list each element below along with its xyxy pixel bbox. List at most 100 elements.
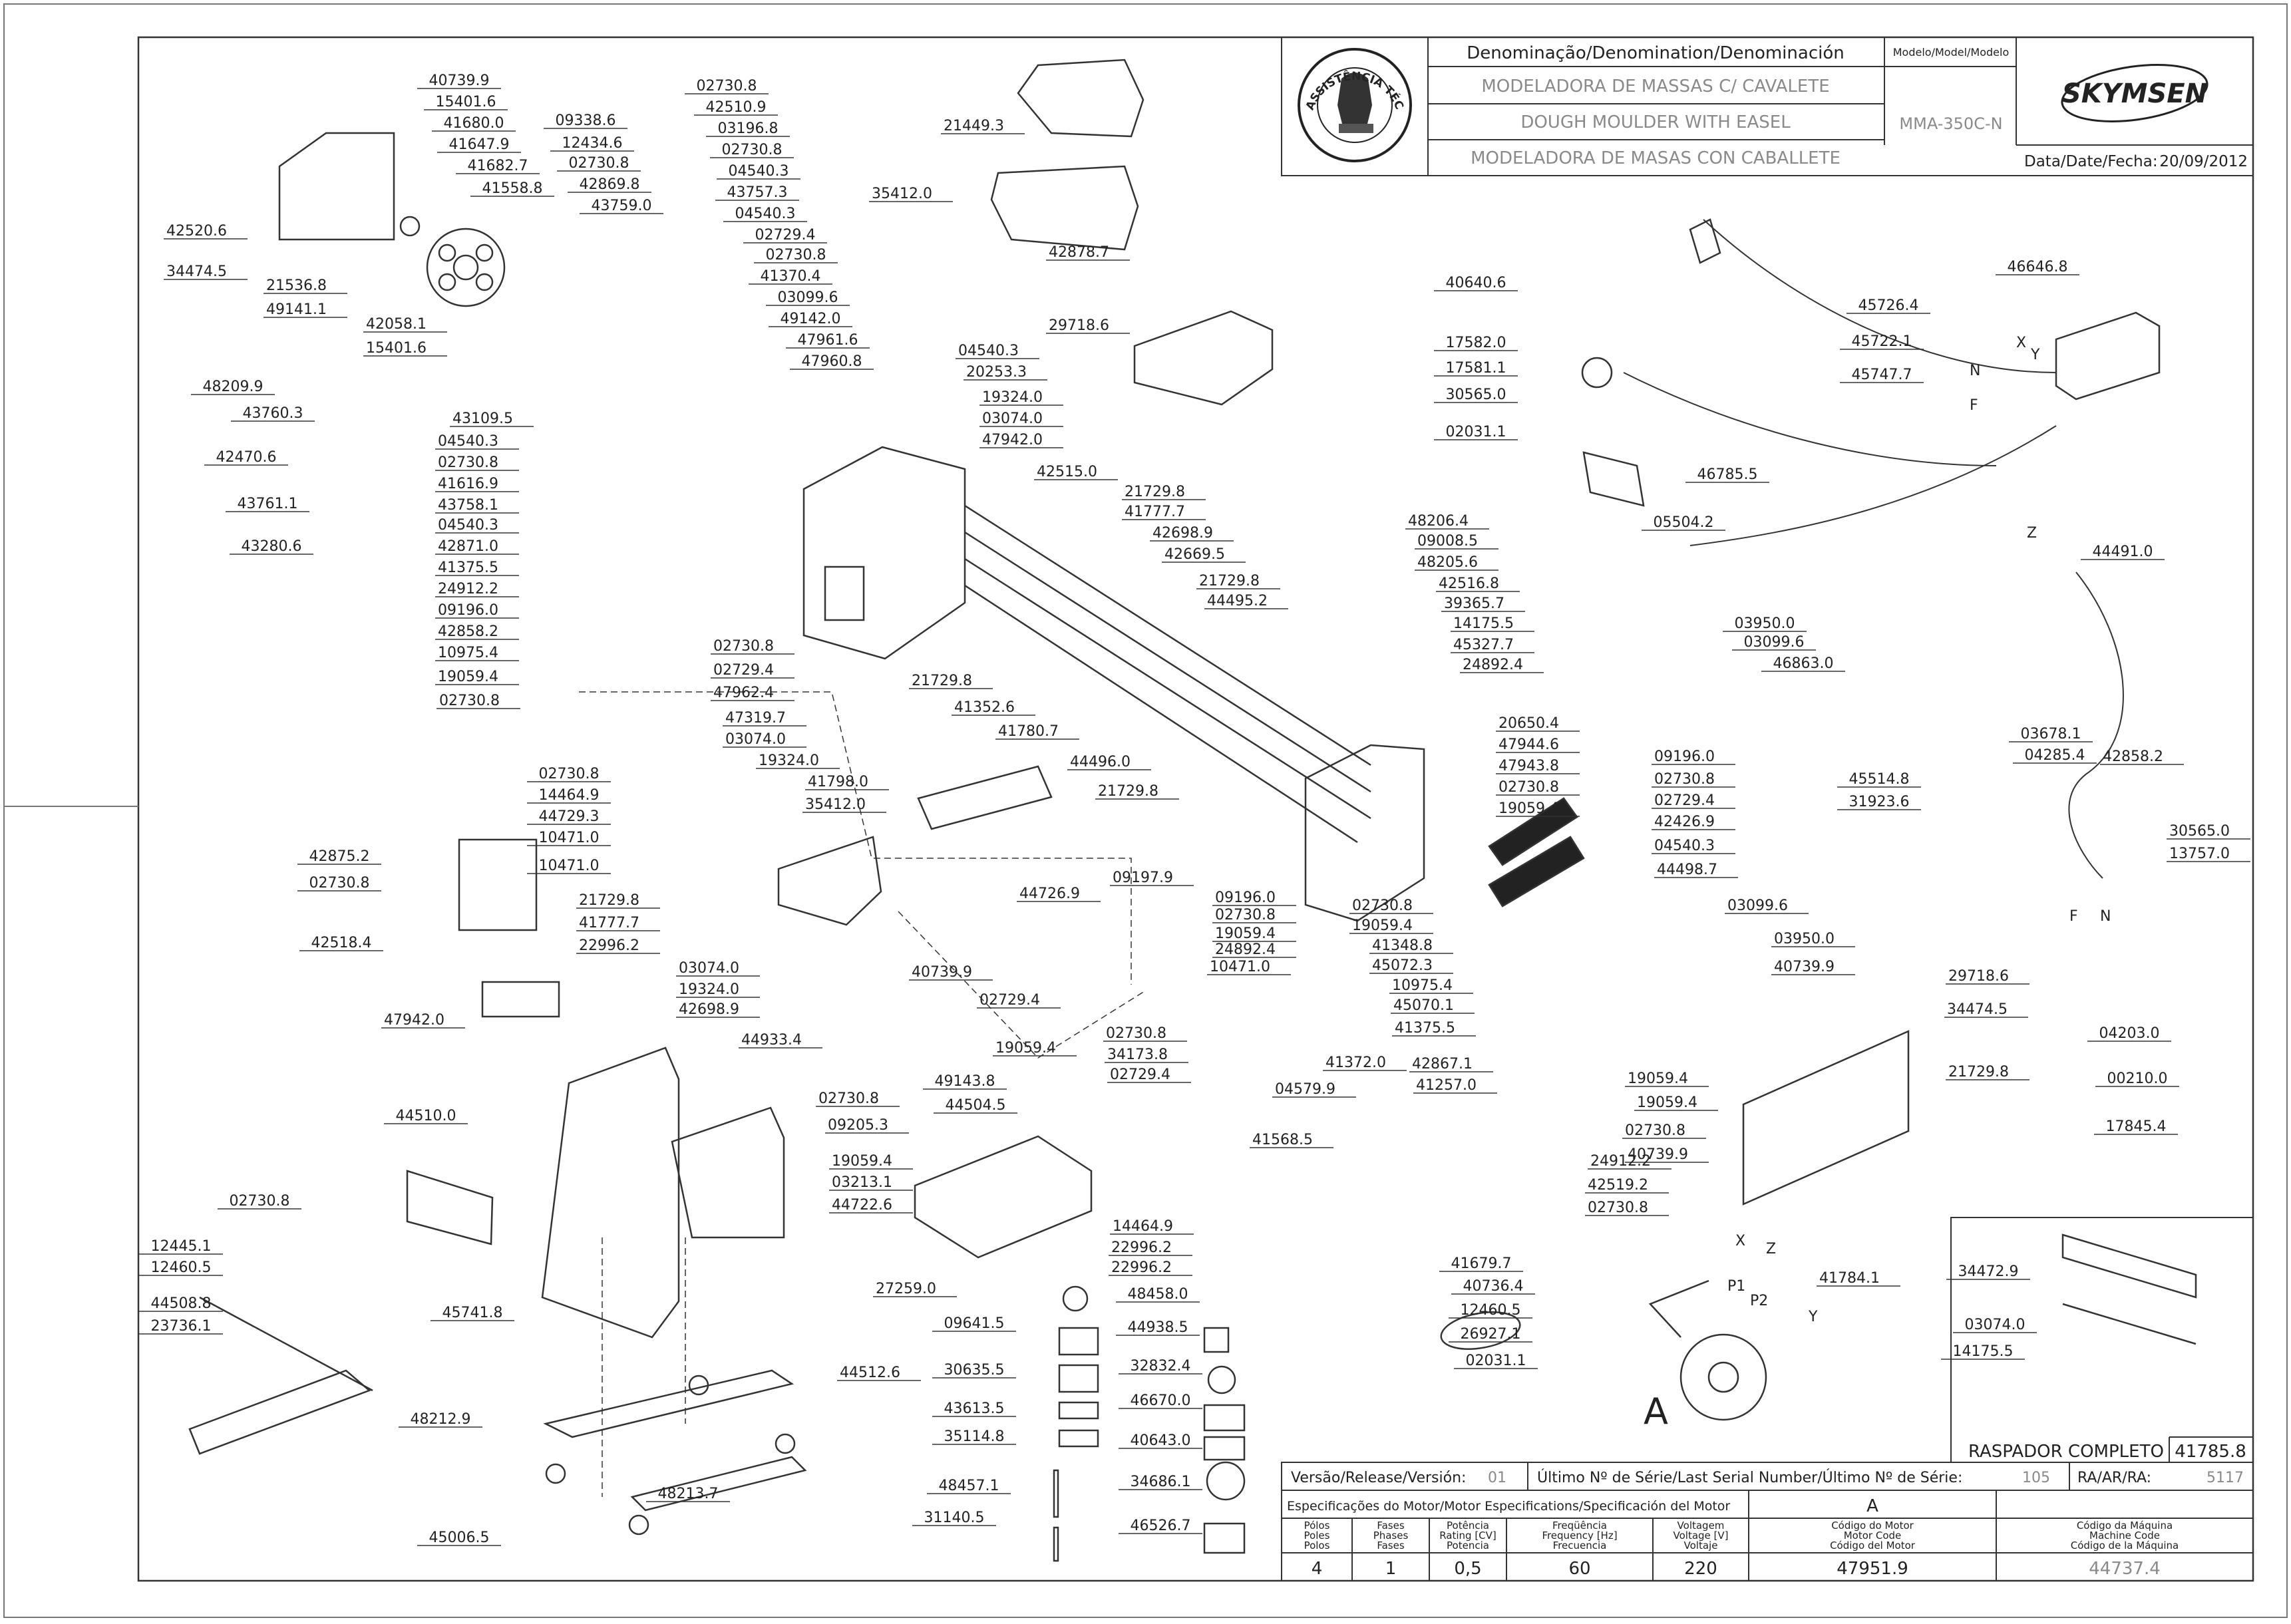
scraper-bar xyxy=(2061,1233,2197,1299)
spec-column-value: 44737.4 xyxy=(2089,1559,2161,1579)
part-number-label: 47961.6 xyxy=(798,332,858,349)
spec-column-header: Polos xyxy=(1304,1540,1330,1551)
part-number-label: 15401.6 xyxy=(436,94,496,110)
part-number-label: 42669.5 xyxy=(1164,546,1225,563)
part-number-label: 14464.9 xyxy=(539,787,600,804)
part-number-label: 44508.8 xyxy=(151,1295,212,1312)
name-es: MODELADORA DE MASAS CON CABALLETE xyxy=(1471,148,1841,168)
part-number-label: 15401.6 xyxy=(366,340,427,357)
part-number-label: 02730.8 xyxy=(1106,1025,1166,1042)
part-number-label: 21729.8 xyxy=(1125,484,1185,500)
belt xyxy=(1440,1311,1521,1350)
part-number-label: 42518.4 xyxy=(311,935,372,951)
version-label: Versão/Release/Versión: xyxy=(1291,1470,1466,1486)
part-labels: 40739.915401.641680.041647.941682.741558… xyxy=(151,73,2230,1546)
part-number-label: 04540.3 xyxy=(1654,838,1715,854)
part-number-label: 34472.9 xyxy=(1958,1263,2019,1280)
part-number-label: 44722.6 xyxy=(832,1197,892,1214)
part-number-label: 12460.5 xyxy=(151,1259,212,1276)
motor-ref: A xyxy=(1866,1496,1878,1516)
part-number-label: 22996.2 xyxy=(1111,1259,1172,1276)
part-number-label: 02730.8 xyxy=(1588,1200,1648,1216)
date-value: 20/09/2012 xyxy=(2159,153,2248,170)
part-number-label: 22996.2 xyxy=(1111,1239,1172,1256)
part-number-label: 46526.7 xyxy=(1131,1518,1191,1534)
serial-label: Último Nº de Série/Last Serial Number/Úl… xyxy=(1537,1469,1962,1486)
part-number-label: 44491.0 xyxy=(2093,544,2153,560)
part-number-label: 41348.8 xyxy=(1372,937,1433,954)
spec-column-header: Frequency [Hz] xyxy=(1542,1530,1617,1542)
part-number-label: 41777.7 xyxy=(579,915,639,931)
part-number-label: 34474.5 xyxy=(166,263,227,280)
serial-value: 105 xyxy=(2022,1470,2050,1486)
guard-plate xyxy=(481,981,560,1018)
date-label: Data/Date/Fecha: xyxy=(2024,153,2158,170)
part-number-label: 20650.4 xyxy=(1498,715,1559,732)
part-number-label: 12460.5 xyxy=(1461,1302,1521,1319)
part-number-label: 42470.6 xyxy=(216,449,277,466)
part-number-label: 09196.0 xyxy=(1215,890,1276,906)
part-number-label: 02729.4 xyxy=(755,227,816,244)
part-number-label: 34686.1 xyxy=(1131,1474,1191,1490)
part-number-label: 21729.8 xyxy=(1199,573,1260,589)
spec-column-header: Código da Máquina xyxy=(2077,1520,2173,1532)
part-number-label: 24912.2 xyxy=(438,581,498,597)
part-number-label: 48205.6 xyxy=(1417,554,1478,571)
part-number-label: 02730.8 xyxy=(569,155,629,172)
part-number-label: 43759.0 xyxy=(592,198,652,214)
name-en: DOUGH MOULDER WITH EASEL xyxy=(1520,112,1791,132)
part-number-label: 45072.3 xyxy=(1372,957,1433,974)
part-number-label: 40739.9 xyxy=(1628,1146,1688,1163)
spec-column-header: Código del Motor xyxy=(1830,1540,1916,1551)
part-number-label: 29718.6 xyxy=(1049,317,1109,334)
spec-column-header: Poles xyxy=(1304,1530,1330,1542)
model-header: Modelo/Model/Modelo xyxy=(1893,46,2009,59)
part-number-label: 47944.6 xyxy=(1498,736,1559,753)
part-number-label: 44512.6 xyxy=(840,1365,900,1381)
part-number-label: 41352.6 xyxy=(954,699,1015,716)
part-number-label: 44938.5 xyxy=(1128,1319,1188,1336)
scraper-code: 41785.8 xyxy=(2175,1442,2246,1462)
part-number-label: 17582.0 xyxy=(1446,335,1506,351)
part-number-label: 19059.4 xyxy=(995,1040,1056,1056)
part-number-label: 09641.5 xyxy=(944,1315,1005,1332)
part-number-label: 42878.7 xyxy=(1049,244,1109,261)
part-number-label: 03950.0 xyxy=(1735,615,1795,632)
part-number-label: 00210.0 xyxy=(2107,1070,2168,1087)
part-number-label: 43280.6 xyxy=(242,538,302,555)
part-number-label: 42858.2 xyxy=(2103,748,2163,765)
ra-value: 5117 xyxy=(2206,1470,2244,1486)
tilt-frame xyxy=(188,1369,371,1455)
spec-column-header: Voltaje xyxy=(1684,1540,1718,1551)
part-number-label: 02031.1 xyxy=(1446,424,1506,440)
part-number-label: 40739.9 xyxy=(429,73,490,89)
switch-block xyxy=(1582,451,1645,507)
part-number-label: 04540.3 xyxy=(735,206,796,222)
part-number-label: 19059.4 xyxy=(832,1153,892,1170)
wiring-terminal-letter: N xyxy=(2100,908,2111,925)
part-number-label: 05504.2 xyxy=(1654,514,1714,531)
part-number-label: 09338.6 xyxy=(556,112,616,129)
part-number-label: 41568.5 xyxy=(1252,1132,1313,1148)
part-number-label: 02730.8 xyxy=(439,693,500,709)
part-number-label: 22996.2 xyxy=(579,937,639,954)
sheet-border xyxy=(3,3,2288,1618)
hopper-upper xyxy=(1017,59,1145,138)
wiring-terminal-letter: P1 xyxy=(1727,1278,1745,1295)
spec-column-value: 1 xyxy=(1385,1559,1397,1579)
part-number-label: 35412.0 xyxy=(805,796,866,813)
motor-housing xyxy=(1679,1333,1767,1421)
part-number-label: 19059.4 xyxy=(1637,1094,1697,1111)
part-number-label: 44729.3 xyxy=(539,808,600,825)
part-number-label: 48206.4 xyxy=(1408,513,1469,530)
part-number-label: 02730.8 xyxy=(1352,897,1413,914)
part-number-label: 03099.6 xyxy=(1727,897,1788,914)
scraper-bracket xyxy=(406,1170,494,1245)
spec-column-value: 47951.9 xyxy=(1837,1559,1908,1579)
spec-column-header: Fases xyxy=(1377,1520,1404,1532)
spec-column-header: Potencia xyxy=(1447,1540,1489,1551)
part-number-label: 03099.6 xyxy=(778,289,838,306)
part-number-label: 41375.5 xyxy=(438,560,498,576)
part-number-label: 04540.3 xyxy=(729,163,789,180)
